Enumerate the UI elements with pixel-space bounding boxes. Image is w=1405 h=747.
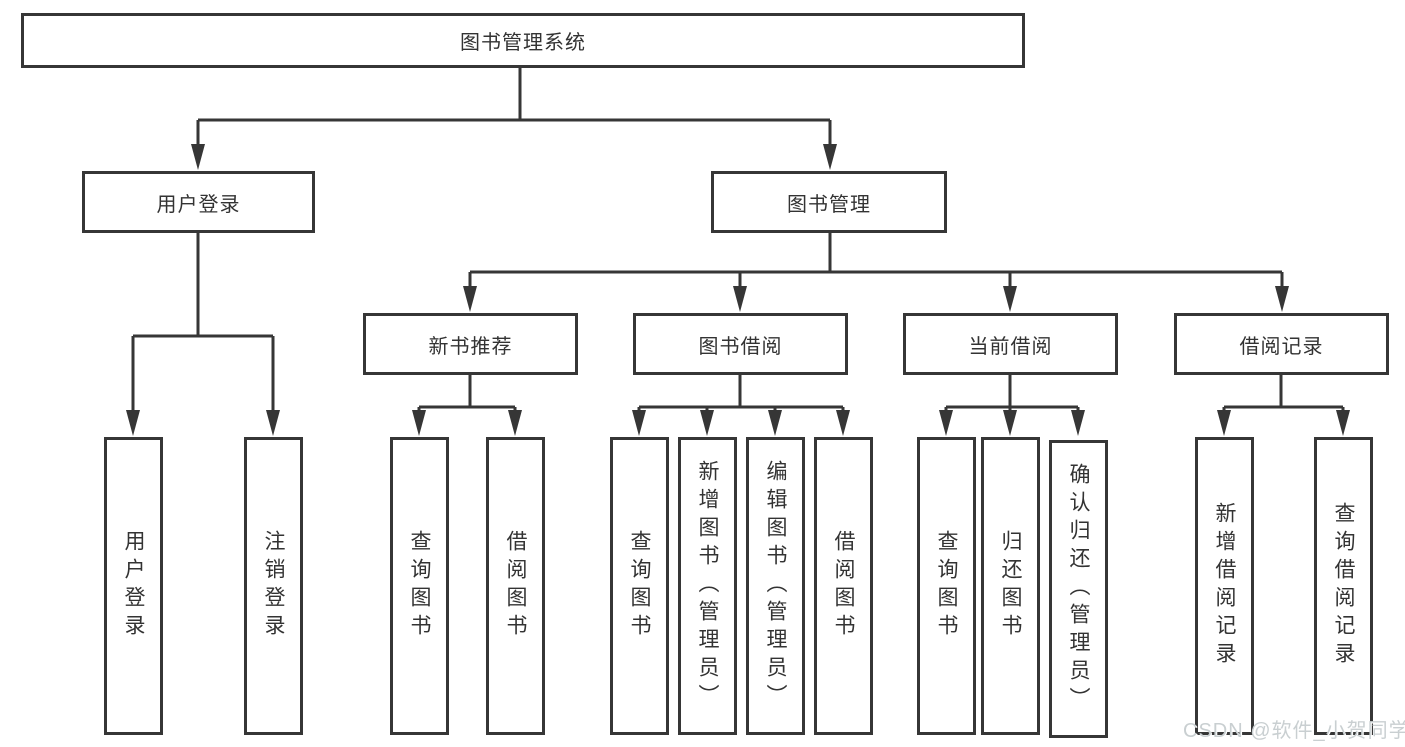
leaf-return-books: 归还图书 <box>981 437 1040 735</box>
leaf-add-books-admin: 新增图书（管理员） <box>678 437 737 735</box>
node-book-management: 图书管理 <box>711 171 947 233</box>
node-root: 图书管理系统 <box>21 13 1025 68</box>
arrowheads <box>126 144 1350 436</box>
leaf-current-query-books: 查询图书 <box>917 437 976 735</box>
leaf-confirm-return-admin: 确认归还（管理员） <box>1049 440 1108 738</box>
node-borrow-record: 借阅记录 <box>1174 313 1389 375</box>
leaf-user-login: 用户登录 <box>104 437 163 735</box>
leaf-borrow-query-books: 查询图书 <box>610 437 669 735</box>
leaf-borrow-books: 借阅图书 <box>814 437 873 735</box>
leaf-query-borrow-record: 查询借阅记录 <box>1314 437 1373 735</box>
leaf-logout: 注销登录 <box>244 437 303 735</box>
leaf-add-borrow-record: 新增借阅记录 <box>1195 437 1254 735</box>
node-book-borrow: 图书借阅 <box>633 313 848 375</box>
node-current-borrow: 当前借阅 <box>903 313 1118 375</box>
node-user-login: 用户登录 <box>82 171 315 233</box>
leaf-recommend-borrow-books: 借阅图书 <box>486 437 545 735</box>
node-new-book-recommend: 新书推荐 <box>363 313 578 375</box>
leaf-edit-books-admin: 编辑图书（管理员） <box>746 437 805 735</box>
csdn-watermark: CSDN @软件_小贺同学 <box>1183 720 1405 742</box>
leaf-recommend-query-books: 查询图书 <box>390 437 449 735</box>
